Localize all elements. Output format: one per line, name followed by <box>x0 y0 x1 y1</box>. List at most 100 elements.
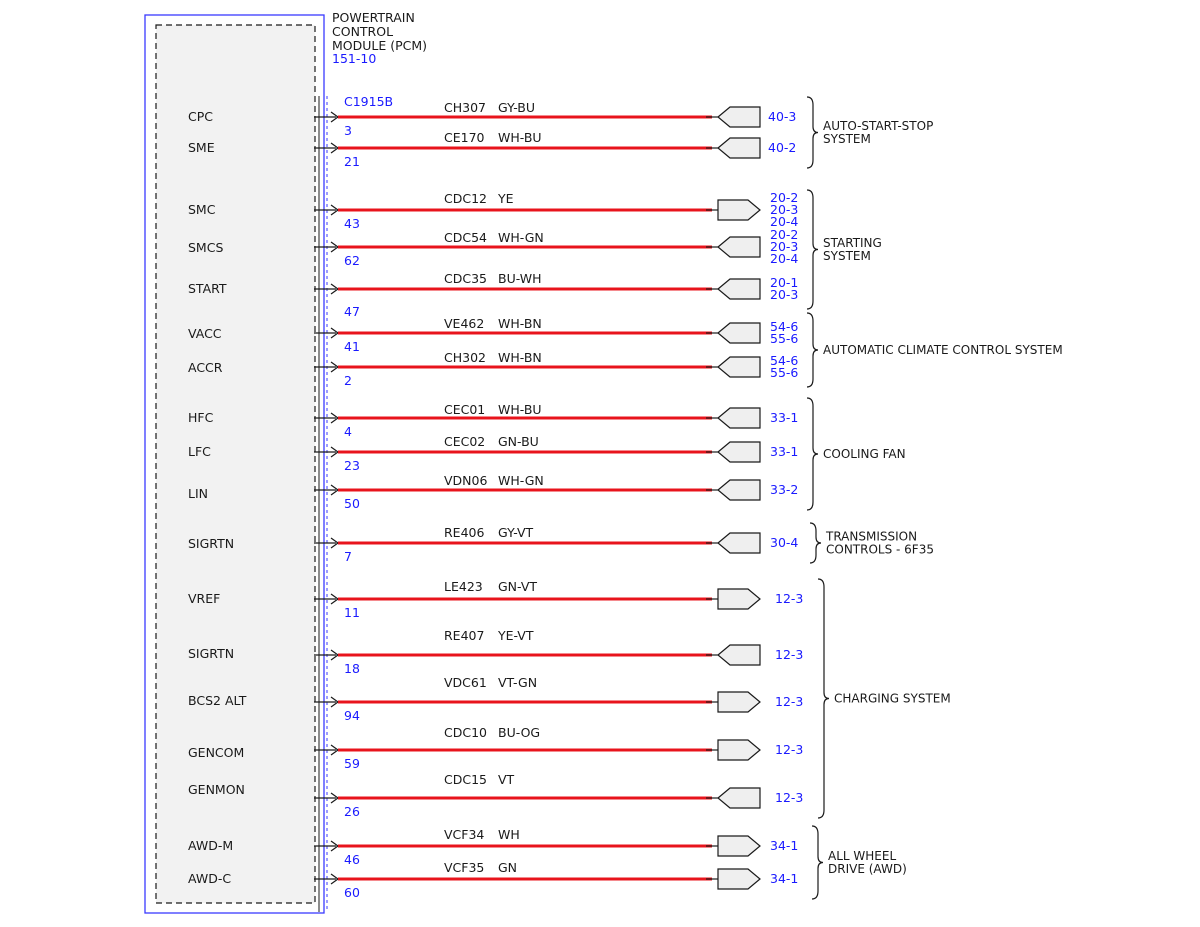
pcm-ref: 151-10 <box>332 51 376 66</box>
pin-number: 50 <box>344 496 360 511</box>
group-brace <box>809 522 822 564</box>
wire-color: YE <box>497 191 514 206</box>
group-brace <box>806 189 819 310</box>
group-label: CONTROLS - 6F35 <box>826 543 934 557</box>
pin-number: 26 <box>344 804 360 819</box>
connector-shape <box>717 835 761 857</box>
page-ref: 20-3 <box>770 239 798 254</box>
page-ref: 12-3 <box>775 790 803 805</box>
wire-color: WH-GN <box>498 230 544 245</box>
connector-shape <box>717 787 761 809</box>
circuit-code: VCF35 <box>444 860 484 875</box>
group-label: SYSTEM <box>823 249 871 263</box>
circuit-code: CH307 <box>444 100 486 115</box>
system-group: COOLING FAN <box>806 397 906 511</box>
pcm-title-line-1: POWERTRAIN <box>332 10 415 25</box>
group-label: COOLING FAN <box>823 447 906 461</box>
page-ref: 20-4 <box>770 251 798 266</box>
wire-color: WH <box>498 827 520 842</box>
group-label: CHARGING SYSTEM <box>834 692 951 706</box>
pin-number: 2 <box>344 373 352 388</box>
connector-id: C1915B <box>344 94 393 109</box>
wire-color: VT-GN <box>498 675 537 690</box>
signal-label: SIGRTN <box>188 536 234 551</box>
connector-shape <box>717 407 761 429</box>
connector-shape <box>717 644 761 666</box>
wire-color: BU-WH <box>498 271 542 286</box>
page-ref: 33-2 <box>770 482 798 497</box>
page-ref: 20-3 <box>770 287 798 302</box>
signal-label: VREF <box>188 591 220 606</box>
group-brace <box>806 397 819 511</box>
signal-label: CPC <box>188 109 213 124</box>
connector-shape <box>717 691 761 713</box>
group-label: AUTOMATIC CLIMATE CONTROL SYSTEM <box>823 343 1063 357</box>
signal-label: LFC <box>188 444 211 459</box>
signal-label: BCS2 ALT <box>188 693 247 708</box>
signal-label: LIN <box>188 486 208 501</box>
group-label: DRIVE (AWD) <box>828 862 907 876</box>
signal-label: AWD-M <box>188 838 233 853</box>
connector-shape <box>717 588 761 610</box>
wire-color: GY-BU <box>498 100 535 115</box>
signal-label: GENMON <box>188 782 245 797</box>
pcm-module-inner-dashed <box>155 24 316 904</box>
page-ref: 20-2 <box>770 227 798 242</box>
connector-shape <box>717 479 761 501</box>
wire-color: WH-BN <box>498 350 542 365</box>
page-ref: 30-4 <box>770 535 798 550</box>
signal-label: SME <box>188 140 215 155</box>
connector-shape <box>717 739 761 761</box>
circuit-code: VE462 <box>444 316 484 331</box>
pcm-module: POWERTRAIN CONTROL MODULE (PCM) 151-10 C… <box>144 10 427 914</box>
wire-color: WH-BU <box>498 130 542 145</box>
connector-shape <box>717 868 761 890</box>
page-ref: 54-6 <box>770 353 798 368</box>
circuit-code: CDC10 <box>444 725 487 740</box>
wire-color: YE-VT <box>497 628 534 643</box>
connector-shape <box>717 441 761 463</box>
circuit-code: CDC35 <box>444 271 487 286</box>
circuit-code: CH302 <box>444 350 486 365</box>
group-label: SYSTEM <box>823 132 871 146</box>
circuit-code: CDC15 <box>444 772 487 787</box>
page-ref: 12-3 <box>775 694 803 709</box>
wire-color: VT <box>498 772 515 787</box>
circuit-code: CEC01 <box>444 402 485 417</box>
circuit-code: VDC61 <box>444 675 487 690</box>
group-label: AUTO-START-STOP <box>823 119 933 133</box>
page-ref: 33-1 <box>770 410 798 425</box>
pin-number: 62 <box>344 253 360 268</box>
pin-number: 3 <box>344 123 352 138</box>
signal-label: GENCOM <box>188 745 244 760</box>
group-label: ALL WHEEL <box>828 849 896 863</box>
group-brace <box>806 312 819 388</box>
signal-label: START <box>188 281 227 296</box>
system-group: AUTOMATIC CLIMATE CONTROL SYSTEM <box>806 312 1063 388</box>
pin-number: 41 <box>344 339 360 354</box>
circuit-row: GENMON 26 CDC15 VT 12-3 <box>188 772 803 819</box>
page-ref: 40-2 <box>768 140 796 155</box>
page-ref: 34-1 <box>770 871 798 886</box>
pin-number: 47 <box>344 304 360 319</box>
pin-number: 60 <box>344 885 360 900</box>
group-brace <box>811 825 824 900</box>
page-ref: 33-1 <box>770 444 798 459</box>
page-ref: 20-2 <box>770 190 798 205</box>
connector-shape <box>717 199 761 221</box>
group-label: STARTING <box>823 236 882 250</box>
signal-label: SMCS <box>188 240 223 255</box>
signal-label: HFC <box>188 410 214 425</box>
pcm-title-line-2: CONTROL <box>332 24 393 39</box>
pin-number: 46 <box>344 852 360 867</box>
pin-number: 59 <box>344 756 360 771</box>
